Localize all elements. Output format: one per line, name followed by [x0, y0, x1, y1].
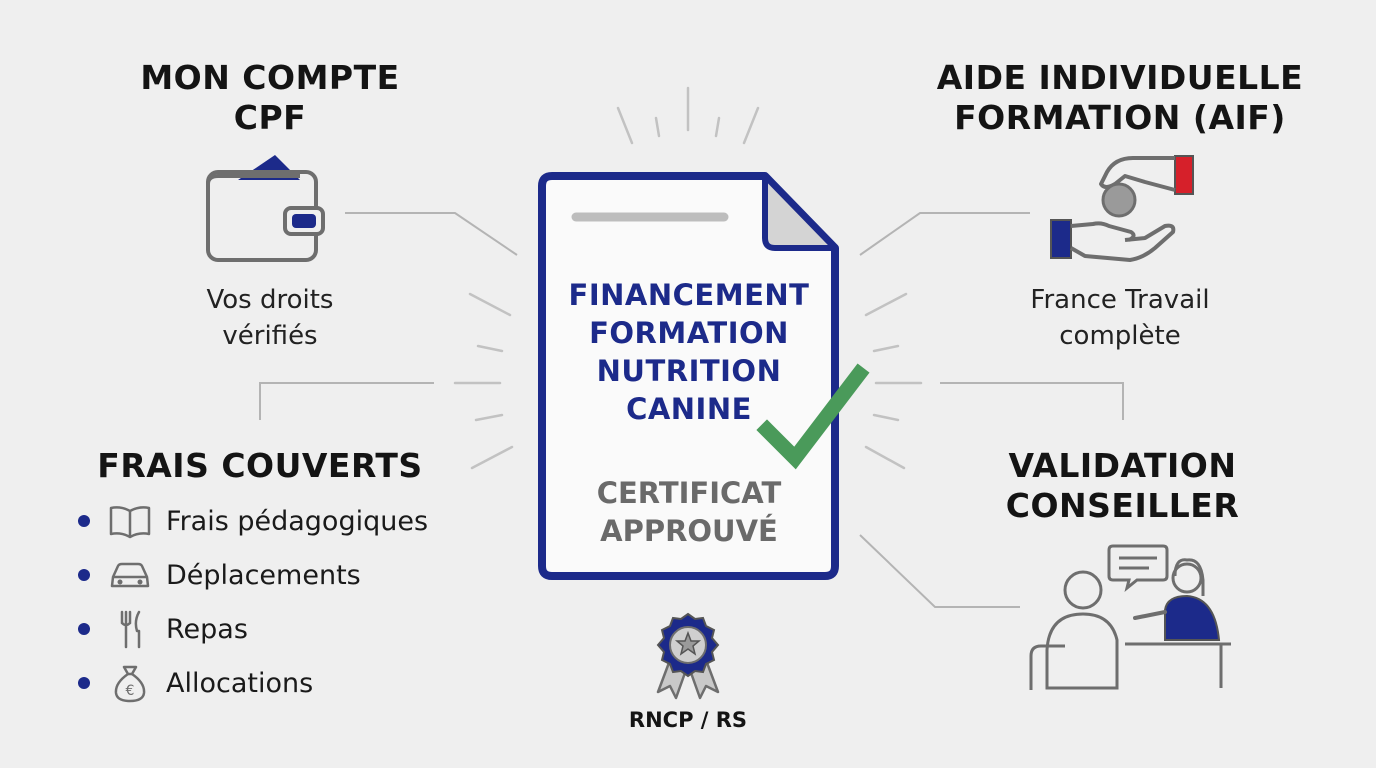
cpf-title-line2: CPF: [233, 98, 307, 137]
cpf-subtitle: Vos droits vérifiés: [150, 282, 390, 354]
bullet: [78, 677, 90, 689]
aif-title: AIDE INDIVIDUELLE FORMATION (AIF): [920, 58, 1320, 138]
aif-sub-line1: France Travail: [1030, 285, 1210, 315]
list-item-label: Déplacements: [166, 559, 361, 591]
aif-connector: [859, 212, 1030, 256]
validation-title-line2: CONSEILLER: [1005, 486, 1240, 525]
cpf-sub-line2: vérifiés: [222, 321, 318, 351]
list-item: Déplacements: [78, 555, 361, 595]
rncp-rs-label: RNCP / RS: [628, 708, 748, 732]
cutlery-icon: [106, 609, 154, 649]
advisor-connector: [859, 534, 1020, 608]
frais-connector: [259, 382, 434, 420]
checkmark-icon: [756, 363, 870, 470]
book-icon: [106, 501, 154, 541]
document-title-line2: FORMATION: [589, 316, 789, 350]
car-icon: [106, 555, 154, 595]
advisor-meeting-icon: [1029, 544, 1231, 690]
award-badge-icon: [656, 612, 720, 700]
cpf-sub-line1: Vos droits: [206, 285, 334, 315]
document-status: CERTIFICAT APPROUVÉ: [548, 474, 830, 550]
cpf-title-line1: MON COMPTE: [140, 58, 400, 97]
list-item: Frais pédagogiques: [78, 501, 428, 541]
validation-connector: [940, 382, 1124, 420]
document-title-line4: CANINE: [626, 392, 752, 426]
aif-subtitle: France Travail complète: [990, 282, 1250, 354]
list-item-label: Allocations: [166, 667, 314, 699]
list-item-label: Repas: [166, 613, 248, 645]
document-status-line1: CERTIFICAT: [596, 476, 782, 510]
cpf-title: MON COMPTE CPF: [120, 58, 420, 138]
hand-giving-coin-icon: [1050, 155, 1194, 262]
svg-text:€: €: [126, 683, 135, 699]
money-bag-icon: €: [106, 663, 154, 703]
list-item-label: Frais pédagogiques: [166, 505, 429, 537]
validation-title: VALIDATION CONSEILLER: [980, 446, 1265, 526]
validation-title-line1: VALIDATION: [1008, 446, 1237, 485]
bullet: [78, 623, 90, 635]
list-item: € Allocations: [78, 663, 313, 703]
certificate-document-icon: [538, 172, 839, 580]
bullet: [78, 515, 90, 527]
bullet: [78, 569, 90, 581]
wallet-icon: [206, 155, 325, 262]
document-title-line1: FINANCEMENT: [568, 278, 810, 312]
document-status-line2: APPROUVÉ: [600, 514, 778, 548]
document-title: FINANCEMENT FORMATION NUTRITION CANINE: [548, 276, 830, 428]
aif-title-line2: FORMATION (AIF): [954, 98, 1286, 137]
cpf-connector: [345, 212, 518, 256]
aif-sub-line2: complète: [1059, 321, 1181, 351]
frais-title: FRAIS COUVERTS: [97, 446, 423, 485]
list-item: Repas: [78, 609, 248, 649]
radiance-rays: [453, 86, 923, 470]
aif-title-line1: AIDE INDIVIDUELLE: [936, 58, 1304, 97]
document-title-line3: NUTRITION: [596, 354, 782, 388]
